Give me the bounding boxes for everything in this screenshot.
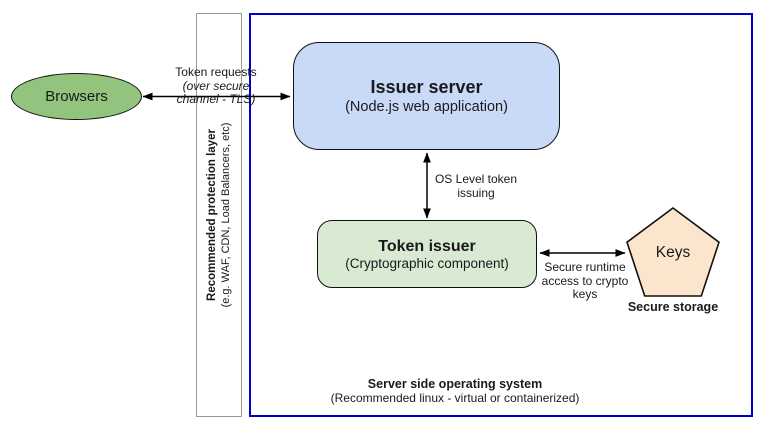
secure-runtime-line3: keys: [572, 287, 598, 301]
keys-node: [626, 207, 720, 297]
issuer-server-subtitle: (Node.js web application): [345, 98, 508, 115]
protection-layer-box: Recommended protection layer (e.g. WAF, …: [196, 13, 242, 417]
os-box-subtitle: (Recommended linux - virtual or containe…: [330, 391, 580, 405]
os-box: [249, 13, 753, 417]
token-requests-line2: (over secure: [182, 78, 250, 93]
token-issuer-subtitle: (Cryptographic component): [345, 255, 509, 271]
secure-runtime-label: Secure runtime access to crypto keys: [538, 260, 632, 302]
pentagon-shape: [626, 207, 720, 297]
token-requests-line3: channel - TLS): [176, 92, 256, 106]
secure-runtime-line1: Secure runtime: [544, 260, 626, 274]
keys-label: Keys: [655, 244, 691, 261]
secure-runtime-line2: access to crypto: [541, 273, 629, 288]
secure-storage-caption: Secure storage: [627, 300, 719, 314]
os-level-token-line1: OS Level token: [434, 172, 518, 186]
issuer-server-title: Issuer server: [370, 76, 483, 97]
os-level-token-line2: issuing: [457, 185, 495, 200]
token-issuer-title: Token issuer: [378, 237, 476, 255]
os-box-caption: Server side operating system (Recommende…: [255, 377, 655, 406]
token-requests-label: Token requests (over secure channel - TL…: [153, 65, 279, 107]
os-level-token-label: OS Level token issuing: [430, 172, 522, 200]
token-requests-line1: Token requests: [175, 65, 257, 79]
issuer-server-node: Issuer server (Node.js web application): [293, 42, 560, 150]
browsers-label: Browsers: [45, 88, 108, 105]
token-issuer-node: Token issuer (Cryptographic component): [317, 220, 537, 288]
os-box-title: Server side operating system: [367, 377, 543, 391]
browsers-node: Browsers: [11, 73, 142, 120]
